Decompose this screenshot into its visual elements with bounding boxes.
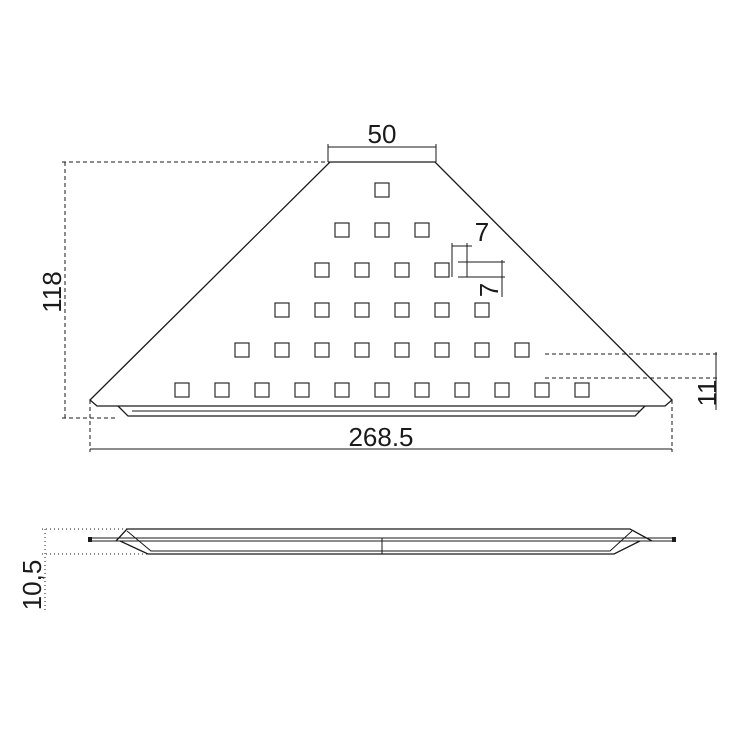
- dimension-hole-width-label: 7: [475, 217, 489, 247]
- perforation-hole: [394, 342, 410, 358]
- perforation-hole: [354, 302, 370, 318]
- dimension-edge-label: 11: [692, 380, 722, 407]
- perforation-hole: [334, 382, 350, 398]
- perforation-hole: [314, 262, 330, 278]
- perforation-hole: [214, 382, 230, 398]
- dimension-top-width-label: 50: [368, 119, 397, 149]
- side-profile-tray: [119, 540, 641, 555]
- perforation-hole: [474, 342, 490, 358]
- dimension-hole-height-label: 7: [474, 283, 504, 297]
- perforation-holes: [174, 182, 590, 398]
- perforation-hole: [374, 382, 390, 398]
- dimension-height: 118: [37, 161, 330, 419]
- perforation-hole: [474, 302, 490, 318]
- dimension-height-label: 118: [37, 271, 67, 312]
- perforation-hole: [414, 222, 430, 238]
- perforation-hole: [274, 302, 290, 318]
- perforation-hole: [534, 382, 550, 398]
- perforation-hole: [394, 302, 410, 318]
- perforation-hole: [514, 342, 530, 358]
- perforation-hole: [394, 262, 410, 278]
- perforation-hole: [434, 342, 450, 358]
- perforation-hole: [294, 382, 310, 398]
- perforation-hole: [454, 382, 470, 398]
- side-profile-outer: [115, 528, 653, 542]
- perforation-hole: [334, 222, 350, 238]
- dimension-base-width: 268.5: [89, 400, 673, 452]
- perforation-hole: [234, 342, 250, 358]
- perforation-hole: [354, 262, 370, 278]
- dimension-base-width-label: 268.5: [348, 422, 413, 452]
- dimension-edge: 11: [545, 352, 722, 410]
- perforation-hole: [314, 302, 330, 318]
- dimension-hole-size: 7 7: [451, 217, 505, 297]
- perforation-hole: [374, 182, 390, 198]
- plate-outline: [89, 161, 673, 407]
- perforation-hole: [434, 302, 450, 318]
- top-view: [89, 161, 673, 417]
- dimension-top-width: 50: [327, 119, 437, 162]
- perforation-hole: [174, 382, 190, 398]
- dimension-thickness-label: 10,5: [17, 560, 47, 611]
- side-view: [88, 528, 676, 555]
- perforation-hole: [414, 382, 430, 398]
- perforation-hole: [374, 222, 390, 238]
- perforation-hole: [314, 342, 330, 358]
- dimension-thickness: 10,5: [17, 528, 148, 612]
- perforation-hole: [494, 382, 510, 398]
- perforation-hole: [354, 342, 370, 358]
- perforation-hole: [274, 342, 290, 358]
- perforation-hole: [574, 382, 590, 398]
- perforation-hole: [434, 262, 450, 278]
- perforation-hole: [254, 382, 270, 398]
